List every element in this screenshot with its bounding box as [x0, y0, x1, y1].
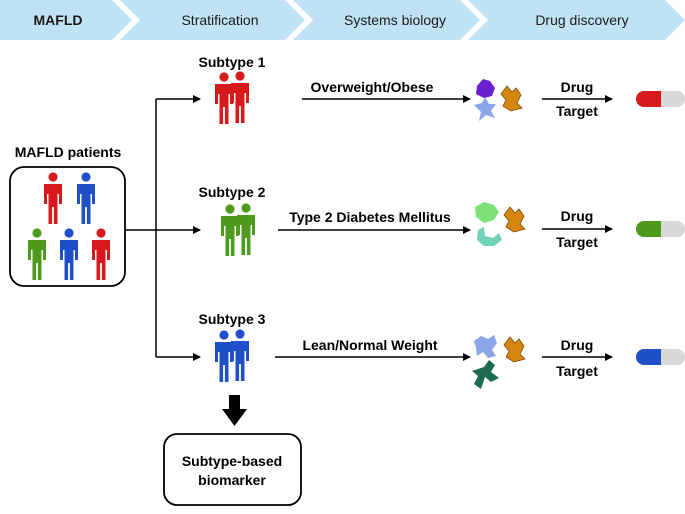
subtype-3-condition: Lean/Normal Weight [302, 337, 437, 353]
subtype-1-target-label: Target [556, 103, 598, 119]
biomarker-box [163, 433, 302, 506]
lightgreen-molecule-icon [475, 202, 499, 223]
subtype-2-people-icon [221, 203, 255, 256]
subtype-1-condition: Overweight/Obese [311, 79, 434, 95]
stage-chevron-mafld [0, 0, 132, 40]
teal-molecule-icon [477, 227, 502, 246]
subtype-3-label: Subtype 3 [199, 311, 266, 327]
lightblue-molecule-icon [474, 335, 497, 358]
subtype-3-drug-label: Drug [561, 337, 594, 353]
orange-molecule-icon [500, 85, 523, 112]
biomarker-label-line2: biomarker [198, 472, 266, 488]
subtype-1-molecules [474, 79, 523, 121]
subtype-2-pill-icon [636, 221, 685, 237]
subtype-3-pill-icon [636, 349, 685, 365]
subtype-3-molecules [472, 335, 526, 389]
orange-molecule-icon [503, 336, 526, 363]
patients-label: MAFLD patients [15, 144, 122, 160]
darkgreen-molecule-icon [472, 360, 499, 389]
stage-chevron-systems-biology [293, 0, 480, 40]
subtype-2-target-label: Target [556, 234, 598, 250]
stage-label-mafld: MAFLD [34, 12, 83, 28]
stage-label-systems-biology: Systems biology [344, 12, 446, 28]
purple-molecule-icon [476, 79, 495, 98]
subtype-3-target-label: Target [556, 363, 598, 379]
stage-label-stratification: Stratification [181, 12, 258, 28]
subtype-2-condition: Type 2 Diabetes Mellitus [289, 209, 451, 225]
subtype-2-label: Subtype 2 [199, 184, 266, 200]
subtype-2-drug-label: Drug [561, 208, 594, 224]
stage-chevron-drug-discovery [468, 0, 685, 40]
subtype-1-drug-label: Drug [561, 79, 594, 95]
biomarker-label-line1: Subtype-based [182, 453, 282, 469]
lightblue-molecule-icon [474, 97, 496, 121]
orange-molecule-icon [503, 206, 526, 233]
branch-connectors [125, 95, 201, 361]
biomarker-arrow-icon [222, 395, 247, 426]
subtype-1-people-icon [215, 71, 249, 124]
subtype-1-label: Subtype 1 [199, 54, 266, 70]
subtype-1-pill-icon [636, 91, 685, 107]
subtype-3-people-icon [215, 329, 249, 382]
stage-chevron-stratification [120, 0, 305, 40]
stage-label-drug-discovery: Drug discovery [535, 12, 628, 28]
subtype-row-2: Subtype 2 Type 2 Diabetes Mellitus Drug … [199, 184, 685, 256]
subtype-rows: Subtype 1 Overweight/Obese Drug Target S… [199, 54, 685, 389]
subtype-row-3: Subtype 3 Lean/Normal Weight Drug Target [199, 311, 685, 389]
subtype-row-1: Subtype 1 Overweight/Obese Drug Target [199, 54, 685, 124]
subtype-2-molecules [475, 202, 526, 246]
stage-banner: MAFLD Stratification Systems biology Dru… [0, 0, 685, 40]
